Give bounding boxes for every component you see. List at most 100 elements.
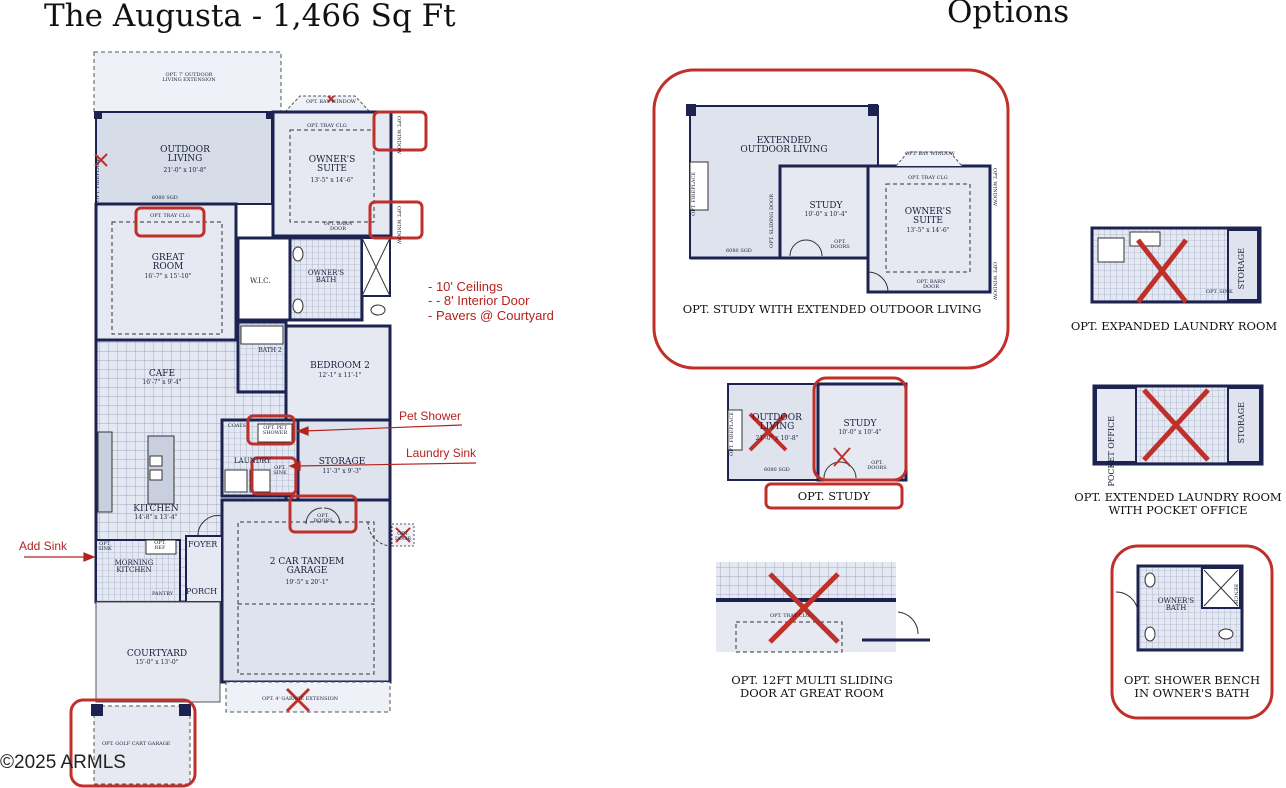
opt5-tray-label: OPT. TRAY CLG bbox=[770, 613, 810, 619]
note-interior-door: - - 8' Interior Door bbox=[428, 293, 530, 308]
opt1-study-label: STUDY bbox=[809, 201, 843, 211]
wic-room bbox=[236, 236, 292, 322]
opt1-sliding-label: OPT. SLIDING DOOR bbox=[769, 194, 775, 248]
sgd-label: 6080 SGD bbox=[152, 195, 178, 201]
opt3-study-label: STUDY bbox=[843, 419, 877, 429]
window-2-label: OPT. WINDOW bbox=[395, 206, 402, 244]
note-pet-shower: Pet Shower bbox=[399, 409, 462, 423]
owners-suite-dim: 13'-5" x 14'-6" bbox=[310, 177, 354, 184]
opt-doors-label: OPT. DOORS bbox=[313, 513, 333, 525]
courtyard-area bbox=[95, 601, 221, 703]
golf-cart-garage-area bbox=[93, 705, 191, 785]
bedroom-2-label: BEDROOM 2 bbox=[310, 361, 370, 371]
great-room-dim: 16'-7" x 15'-10" bbox=[144, 273, 192, 280]
copyright-symbol: © bbox=[0, 752, 14, 773]
opt-ref-label: OPT. REF bbox=[154, 540, 166, 552]
opt3-caption: OPT. STUDY bbox=[797, 489, 871, 503]
storage-label: STORAGE bbox=[318, 457, 366, 467]
opt5-caption-line1: OPT. 12FT MULTI SLIDING bbox=[731, 673, 893, 687]
option-multi-sliding-door bbox=[716, 562, 930, 653]
storage-room bbox=[296, 418, 392, 502]
opt-outdoor-extension-label: OPT. 7' OUTDOOR LIVING EXTENSION bbox=[162, 72, 216, 84]
outdoor-living-label: OUTDOOR LIVING bbox=[160, 145, 210, 165]
opt3-outdoor-label: OUTDOOR LIVING bbox=[752, 413, 802, 433]
kitchen-label: KITCHEN bbox=[133, 504, 179, 514]
opt-outdoor-extension-area bbox=[93, 51, 282, 113]
pantry-label: PANTRY bbox=[152, 591, 174, 597]
garage-dim: 19'-5" x 20'-1" bbox=[285, 579, 329, 586]
bedroom-2-room bbox=[284, 324, 392, 422]
opt1-caption: OPT. STUDY WITH EXTENDED OUTDOOR LIVING bbox=[682, 302, 982, 316]
copyright: ©2025 ARMLS bbox=[0, 752, 126, 774]
option-expanded-laundry bbox=[1090, 226, 1262, 304]
window-1-label: OPT. WINDOW bbox=[395, 116, 402, 154]
fireplace-label: OPT. FIREPLACE bbox=[95, 158, 101, 202]
opt5-caption: OPT. 12FT MULTI SLIDING DOOR AT GREAT RO… bbox=[712, 673, 912, 701]
opt3-doors-label: OPT. DOORS bbox=[867, 460, 887, 472]
option-shower-bench bbox=[1110, 544, 1274, 720]
wic-label: W.I.C. bbox=[250, 277, 271, 285]
opt2-caption: OPT. EXPANDED LAUNDRY ROOM bbox=[1070, 319, 1278, 333]
opt1-extended-label: EXTENDED OUTDOOR LIVING bbox=[740, 136, 828, 156]
courtyard-label: COURTYARD bbox=[126, 649, 188, 659]
opt4-storage-label: STORAGE bbox=[1237, 402, 1246, 444]
opt3-outdoor-dim: 21'-0" x 10'-8" bbox=[755, 435, 799, 442]
opt2-storage-label: STORAGE bbox=[1237, 248, 1246, 290]
bath-2-label: BATH 2 bbox=[258, 347, 282, 354]
opt2-sink-label: OPT. SINK bbox=[1206, 289, 1233, 295]
garage-extension-label: OPT. 4' GARAGE EXTENSION bbox=[262, 696, 339, 702]
note-pavers: - Pavers @ Courtyard bbox=[428, 308, 554, 323]
main-plan-annotations bbox=[69, 110, 428, 788]
opt1-window-b-label: OPT. WINDOW bbox=[991, 262, 998, 300]
opt6-caption-line1: OPT. SHOWER BENCH bbox=[1123, 673, 1261, 687]
storage-dim: 11'-3" x 9'-3" bbox=[322, 468, 362, 475]
great-room-label: GREAT ROOM bbox=[151, 253, 185, 273]
owners-bath-label: OWNER'S BATH bbox=[307, 269, 345, 285]
option-extended-laundry-pocket-office bbox=[1092, 384, 1264, 466]
opt4-pocket-label: POCKET OFFICE bbox=[1107, 416, 1116, 487]
opt6-caption: OPT. SHOWER BENCH IN OWNER'S BATH bbox=[1114, 673, 1270, 701]
tray-clg-owner-label: OPT. TRAY CLG bbox=[307, 123, 347, 129]
garage-label: 2 CAR TANDEM GARAGE bbox=[269, 557, 345, 577]
main-floor-plan bbox=[24, 51, 477, 788]
options-title: Options bbox=[947, 0, 1070, 30]
coats-label: COATS bbox=[228, 423, 247, 429]
garage-room bbox=[220, 498, 392, 684]
tray-clg-great-label: OPT. TRAY CLG bbox=[150, 213, 190, 219]
opt6-caption-line2: IN OWNER'S BATH bbox=[1134, 686, 1250, 701]
opt3-sgd-label: 6080 SGD bbox=[764, 467, 790, 473]
opt3-study-dim: 10'-0" x 10'-4" bbox=[838, 429, 882, 436]
bay-window-label: OPT. BAY WINDOW bbox=[306, 99, 356, 105]
pet-shower-label: OPT. PET SHOWER bbox=[262, 425, 288, 437]
great-room bbox=[94, 202, 238, 342]
opt6-bench-label: BENCH bbox=[1232, 584, 1239, 604]
opt1-owners-label: OWNER'S SUITE bbox=[904, 207, 952, 227]
copyright-text: 2025 ARMLS bbox=[14, 752, 126, 773]
opt4-caption-line2: WITH POCKET OFFICE bbox=[1108, 503, 1248, 518]
bedroom-2-dim: 12'-1" x 11'-1" bbox=[318, 372, 362, 379]
opt4-caption: OPT. EXTENDED LAUNDRY ROOM WITH POCKET O… bbox=[1070, 490, 1286, 518]
courtyard-dim: 15'-0" x 13'-0" bbox=[135, 659, 179, 666]
opt6-owners-bath-label: OWNER'S BATH bbox=[1157, 597, 1195, 613]
golf-cart-garage-label: OPT. GOLF CART GARAGE bbox=[102, 741, 171, 747]
porch-label: PORCH bbox=[186, 587, 218, 596]
garage-extension-area bbox=[225, 681, 391, 713]
option-study bbox=[727, 376, 908, 510]
opt1-barn-label: OPT. BARN DOOR bbox=[916, 279, 946, 291]
opt3-fireplace-label: OPT. FIREPLACE bbox=[729, 412, 735, 456]
opt1-tray-label: OPT. TRAY CLG bbox=[908, 175, 948, 181]
kitchen-dim: 14'-8" x 13'-4" bbox=[134, 514, 178, 521]
cafe-label: CAFE bbox=[148, 369, 176, 379]
laundry-sink-label: OPT. SINK bbox=[273, 465, 287, 477]
opt1-owners-dim: 13'-5" x 14'-6" bbox=[906, 227, 950, 234]
plan-title: The Augusta - 1,466 Sq Ft bbox=[44, 0, 456, 34]
opt1-sgd-label: 6080 SGD bbox=[726, 248, 752, 254]
opt1-fireplace-label: OPT. FIREPLACE bbox=[691, 172, 697, 216]
opt1-bay-label: OPT. BAY WINDOW bbox=[905, 151, 955, 157]
note-ceilings: - 10' Ceilings bbox=[428, 279, 503, 294]
opt5-caption-line2: DOOR AT GREAT ROOM bbox=[740, 686, 884, 701]
opt1-study-dim: 10'-0" x 10'-4" bbox=[804, 211, 848, 218]
cafe-dim: 16'-7" x 9'-4" bbox=[142, 379, 182, 386]
laundry-label: LAUNDRY bbox=[234, 457, 272, 465]
